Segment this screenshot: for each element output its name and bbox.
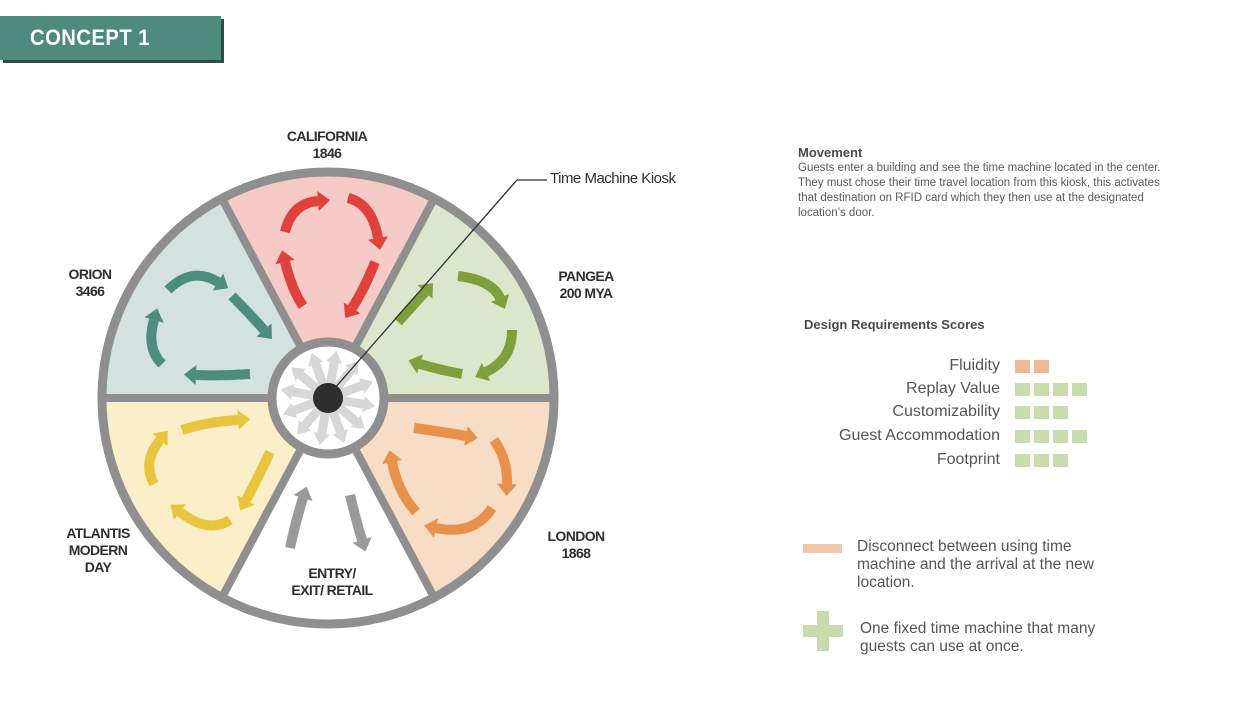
score-row-footprint: Footprint	[780, 451, 1100, 471]
flow-arrow	[382, 450, 420, 516]
flow-arrow	[144, 308, 166, 368]
zone-sector-pangea	[328, 198, 554, 398]
score-square	[1034, 406, 1049, 419]
concept-title-banner: CONCEPT 1	[0, 16, 221, 60]
score-label: Footprint	[936, 451, 1000, 468]
hub-arrow	[328, 409, 348, 444]
hub-arrow	[280, 383, 315, 401]
score-bar	[1015, 406, 1068, 420]
score-square	[1053, 406, 1068, 419]
hub-arrow	[297, 405, 323, 435]
score-label: Fluidity	[949, 357, 1000, 374]
score-square	[1015, 406, 1030, 419]
score-square	[1015, 383, 1030, 396]
flow-arrow	[413, 423, 478, 446]
flow-arrow	[164, 270, 229, 294]
zone-label-orion: ORION 3466	[68, 266, 112, 299]
score-label: Guest Accommodation	[839, 427, 1000, 444]
legend-plus-icon	[803, 611, 843, 651]
flow-arrow	[184, 365, 251, 385]
hub-arrow	[339, 378, 374, 398]
hub-arrow	[341, 395, 376, 413]
flow-arrow	[475, 329, 517, 382]
flow-arrow	[489, 437, 517, 496]
zone-label-atlantis: ATLANTIS MODERN DAY	[66, 525, 130, 575]
score-square	[1034, 454, 1049, 467]
score-label: Customizability	[892, 403, 1000, 420]
score-square	[1053, 454, 1068, 467]
score-square	[1072, 430, 1087, 443]
concept-title: CONCEPT 1	[30, 25, 150, 50]
flow-arrow	[424, 505, 497, 538]
kiosk-leader-line	[326, 179, 518, 398]
score-square	[1034, 430, 1049, 443]
movement-section: Movement Guests enter a building and see…	[798, 145, 1173, 221]
score-square	[1015, 360, 1030, 373]
flow-arrow	[345, 493, 372, 552]
flow-arrow	[228, 292, 272, 340]
score-row-customizability: Customizability	[780, 403, 1100, 423]
zone-label-london: LONDON 1868	[547, 528, 605, 561]
zone-label-entry: ENTRY/ EXIT/ RETAIL	[291, 565, 373, 598]
score-square	[1034, 360, 1049, 373]
score-bar	[1015, 454, 1068, 468]
flow-arrow	[346, 193, 388, 250]
flow-arrow	[237, 449, 275, 511]
zone-sector-entry	[221, 398, 435, 624]
hub-arrow	[282, 398, 317, 418]
flow-arrow	[343, 260, 380, 318]
score-bar	[1015, 383, 1087, 397]
score-square	[1015, 430, 1030, 443]
legend-minus-icon	[803, 544, 842, 553]
zone-sector-orion	[102, 198, 328, 398]
zone-label-pangea: PANGEA 200 MYA	[558, 268, 614, 301]
score-square	[1053, 430, 1068, 443]
flow-arrow	[408, 354, 463, 379]
flow-arrow	[170, 504, 233, 531]
legend-positive-text: One fixed time machine that many guests …	[860, 620, 1096, 655]
flow-arrow	[285, 486, 313, 550]
score-row-guest-accommodation: Guest Accommodation	[780, 427, 1100, 447]
zone-label-california: CALIFORNIA 1846	[286, 128, 368, 161]
score-row-replay-value: Replay Value	[780, 380, 1100, 400]
requirements-title: Design Requirements Scores	[804, 317, 985, 332]
hub-arrow	[335, 403, 365, 429]
hub-arrow	[325, 350, 343, 385]
legend-negative-text: Disconnect between using time machine an…	[857, 538, 1094, 591]
movement-title: Movement	[798, 145, 863, 160]
flow-arrow	[275, 250, 308, 309]
score-square	[1015, 454, 1030, 467]
flow-arrow	[180, 410, 250, 435]
flow-arrow	[144, 430, 168, 487]
score-square	[1072, 383, 1087, 396]
zone-sector-california	[221, 172, 435, 398]
flow-arrow	[457, 271, 510, 309]
score-bar	[1015, 360, 1049, 374]
score-label: Replay Value	[906, 380, 1000, 397]
score-square	[1034, 383, 1049, 396]
time-machine-kiosk	[313, 383, 343, 413]
score-square	[1053, 383, 1068, 396]
score-row-fluidity: Fluidity	[780, 357, 1100, 377]
hub-arrow	[308, 352, 328, 387]
flow-arrow	[394, 283, 434, 326]
kiosk-label: Time Machine Kiosk	[550, 170, 676, 187]
score-bar	[1015, 430, 1087, 444]
flow-arrow	[280, 191, 330, 234]
hub-arrow	[291, 367, 321, 393]
movement-body: Guests enter a building and see the time…	[798, 162, 1161, 219]
hub-arrow	[313, 411, 331, 446]
